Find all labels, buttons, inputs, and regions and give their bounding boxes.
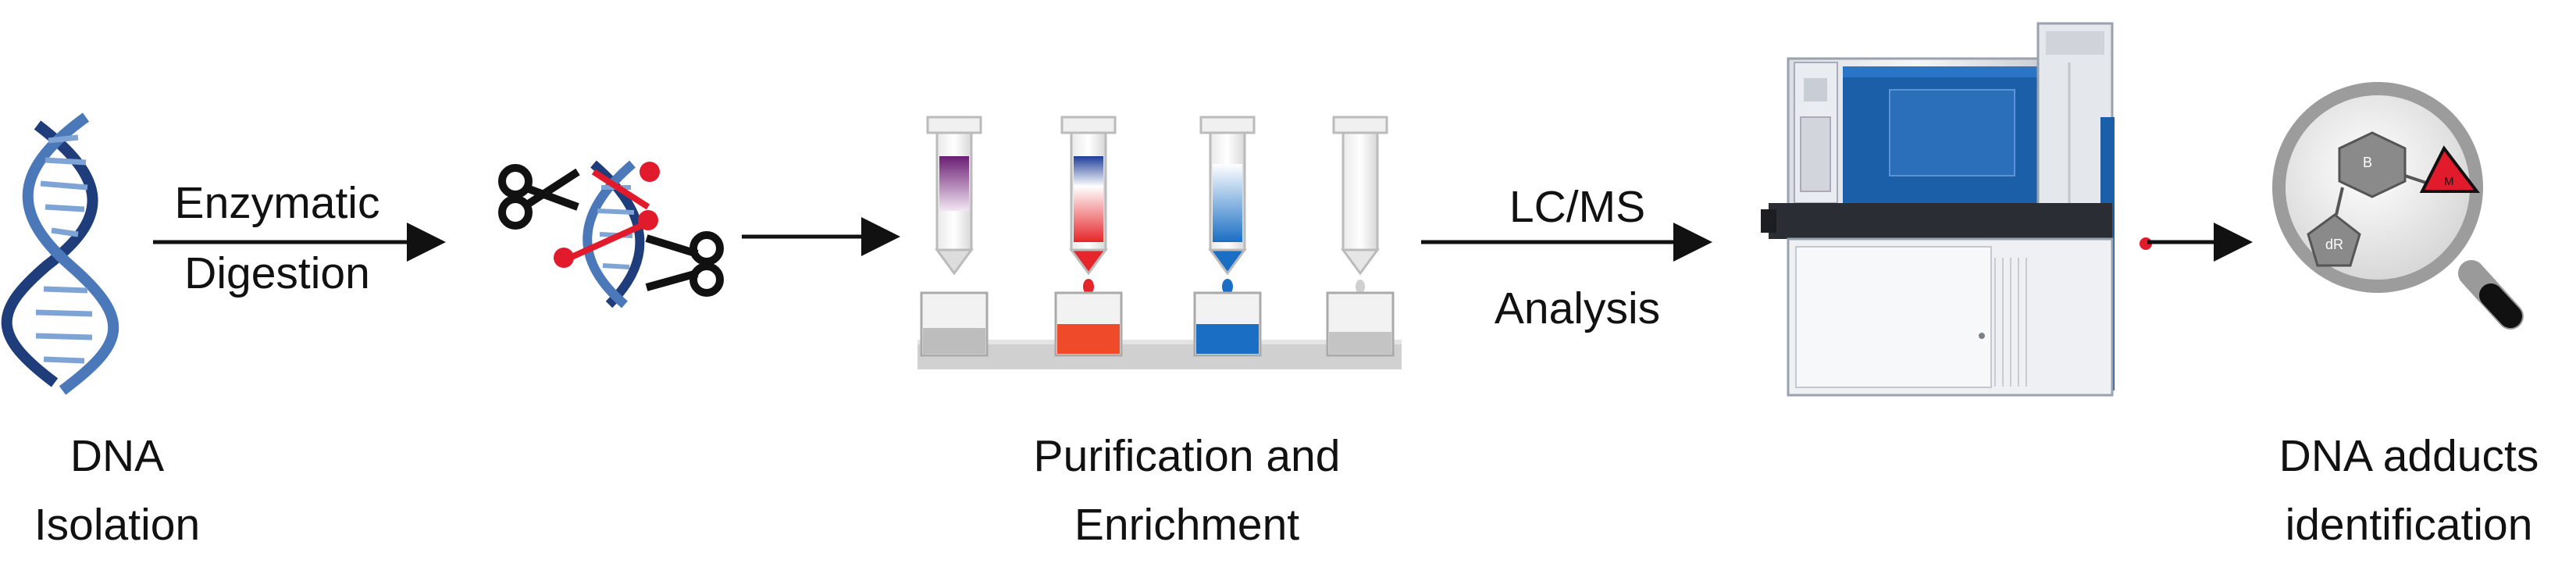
step-label-line: DNA adducts (2278, 431, 2539, 481)
step-label-line: Purification and (1033, 431, 1341, 481)
spe-column-icon (1326, 116, 1395, 357)
base-label: B (2363, 155, 2373, 170)
step-label-line: Digestion (184, 248, 370, 298)
step-label-line: Enrichment (1074, 500, 1300, 550)
magnifier-icon (2272, 82, 2524, 330)
base-hexagon (2338, 131, 2407, 198)
spe-column-icon (920, 116, 989, 357)
step-label-lcms: LC/MS Analysis (1460, 156, 1694, 359)
step-label-line: DNA (69, 431, 165, 481)
step-label-line: LC/MS (1509, 182, 1646, 232)
digested-dna-icon (554, 160, 660, 308)
adduct-triangle (2419, 145, 2481, 193)
adduct-label: M (2444, 175, 2454, 188)
step-label-dna-isolation: DNA Isolation (8, 422, 226, 559)
step-label-identification: DNA adducts identification (2249, 422, 2569, 559)
scissors-icon (645, 231, 724, 297)
sugar-label: dR (2325, 237, 2344, 252)
step-label-line: Analysis (1494, 283, 1661, 333)
sugar-pentagon (2307, 213, 2361, 267)
spe-columns (917, 116, 1402, 369)
spe-column-icon (1193, 116, 1262, 357)
spe-column-icon (1054, 116, 1123, 357)
step-label-enzymatic-digestion: Enzymatic Digestion (152, 168, 402, 308)
step-label-line: Isolation (34, 500, 201, 550)
scissors-icon (498, 164, 580, 230)
step-label-line: Enzymatic (174, 178, 380, 228)
step-label-purification: Purification and Enrichment (976, 422, 1398, 559)
mass-spectrometer-icon (1761, 22, 2152, 397)
step-label-line: identification (2285, 500, 2533, 550)
dna-helix-icon (1, 112, 119, 395)
